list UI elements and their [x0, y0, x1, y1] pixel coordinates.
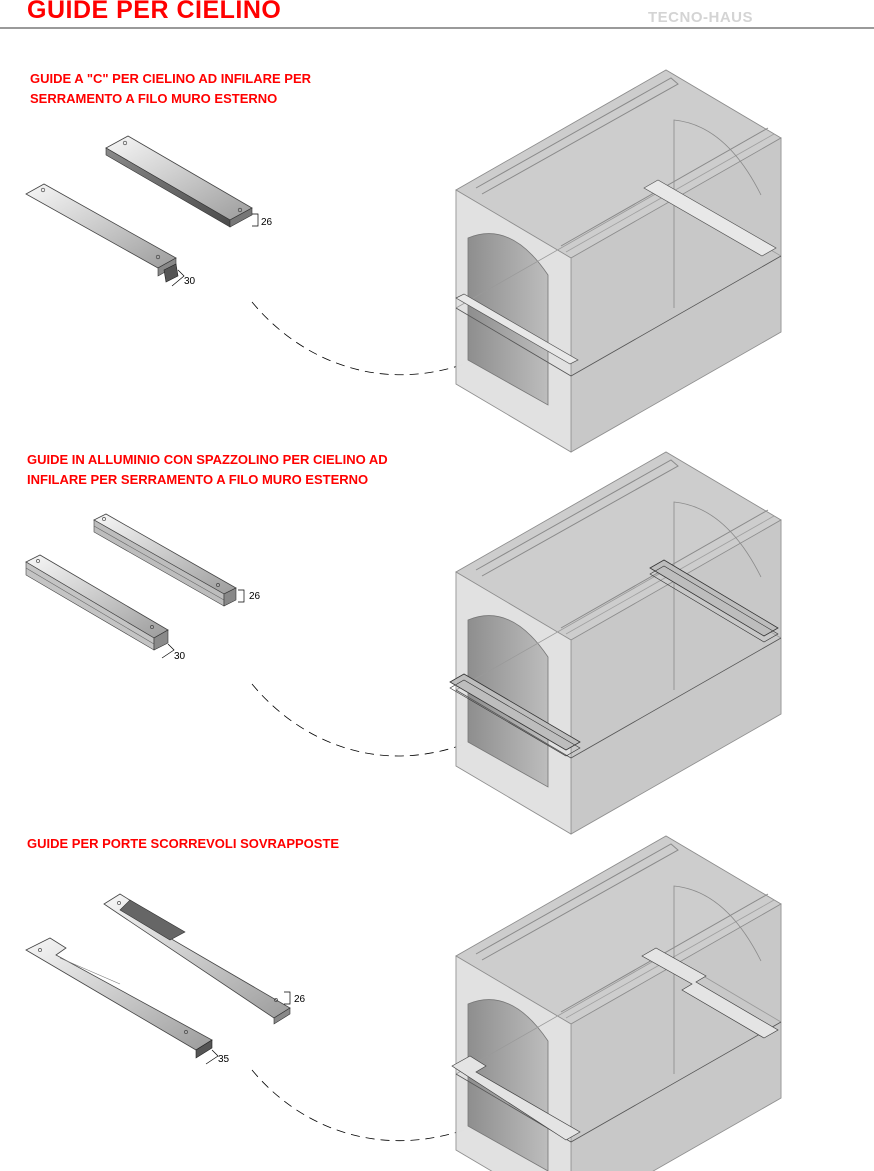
section-3-dim-upper-label: 26	[294, 994, 306, 1005]
section-3-dashed-arrow	[251, 1069, 471, 1141]
section-3-upper-rail	[103, 893, 291, 1025]
section-2-dimension-upper: 26	[238, 589, 261, 603]
section-2-dim-lower-label: 30	[174, 651, 186, 662]
section-1-dimension-upper: 26	[252, 213, 273, 228]
section-2-dim-upper-label: 26	[249, 591, 261, 602]
section-3-title: GUIDE PER PORTE SCORREVOLI SOVRAPPOSTE	[27, 834, 339, 854]
section-1-title-line-1: GUIDE A "C" PER CIELINO AD INFILARE PER	[30, 71, 312, 86]
section-2-title-line-2: INFILARE PER SERRAMENTO A FILO MURO ESTE…	[27, 472, 369, 487]
section-3-dim-lower-label: 35	[218, 1054, 230, 1065]
section-2-dashed-arrow	[251, 683, 471, 757]
section-1-lower-rail	[25, 183, 179, 283]
section-1-dim-upper-label: 26	[261, 217, 273, 228]
section-2-dimension-lower: 30	[161, 643, 186, 662]
section-3-dimension-lower: 35	[205, 1049, 230, 1065]
section-2-upper-rail	[93, 513, 237, 607]
section-1-dimension-lower: 30	[171, 269, 196, 287]
section-2-drawing: 26 30	[25, 451, 782, 835]
section-2-title-line-1: GUIDE IN ALLUMINIO CON SPAZZOLINO PER CI…	[27, 452, 388, 467]
section-2-lower-rail	[25, 554, 169, 651]
section-1-dashed-arrow	[251, 301, 471, 376]
section-1-upper-rail	[105, 135, 253, 228]
section-2-title: GUIDE IN ALLUMINIO CON SPAZZOLINO PER CI…	[27, 450, 388, 490]
section-3-title-line-1: GUIDE PER PORTE SCORREVOLI SOVRAPPOSTE	[27, 836, 340, 851]
section-1-drawing: 26 30	[25, 69, 782, 453]
section-1-title-line-2: SERRAMENTO A FILO MURO ESTERNO	[30, 91, 278, 106]
section-1-dim-lower-label: 30	[184, 276, 196, 287]
header-divider	[0, 27, 874, 29]
section-3-drawing: 26 35	[25, 835, 782, 1171]
section-1-title: GUIDE A "C" PER CIELINO AD INFILARE PER …	[30, 69, 311, 109]
section-1-niche-box	[455, 69, 782, 453]
page-title: GUIDE PER CIELINO	[27, 0, 282, 24]
section-2-niche-box	[449, 451, 782, 835]
section-3-lower-rail	[25, 937, 213, 1059]
section-3-dimension-upper: 26	[284, 991, 306, 1005]
section-3-niche-box	[451, 835, 782, 1171]
brand-logo: TECNO-HAUS	[648, 9, 753, 26]
